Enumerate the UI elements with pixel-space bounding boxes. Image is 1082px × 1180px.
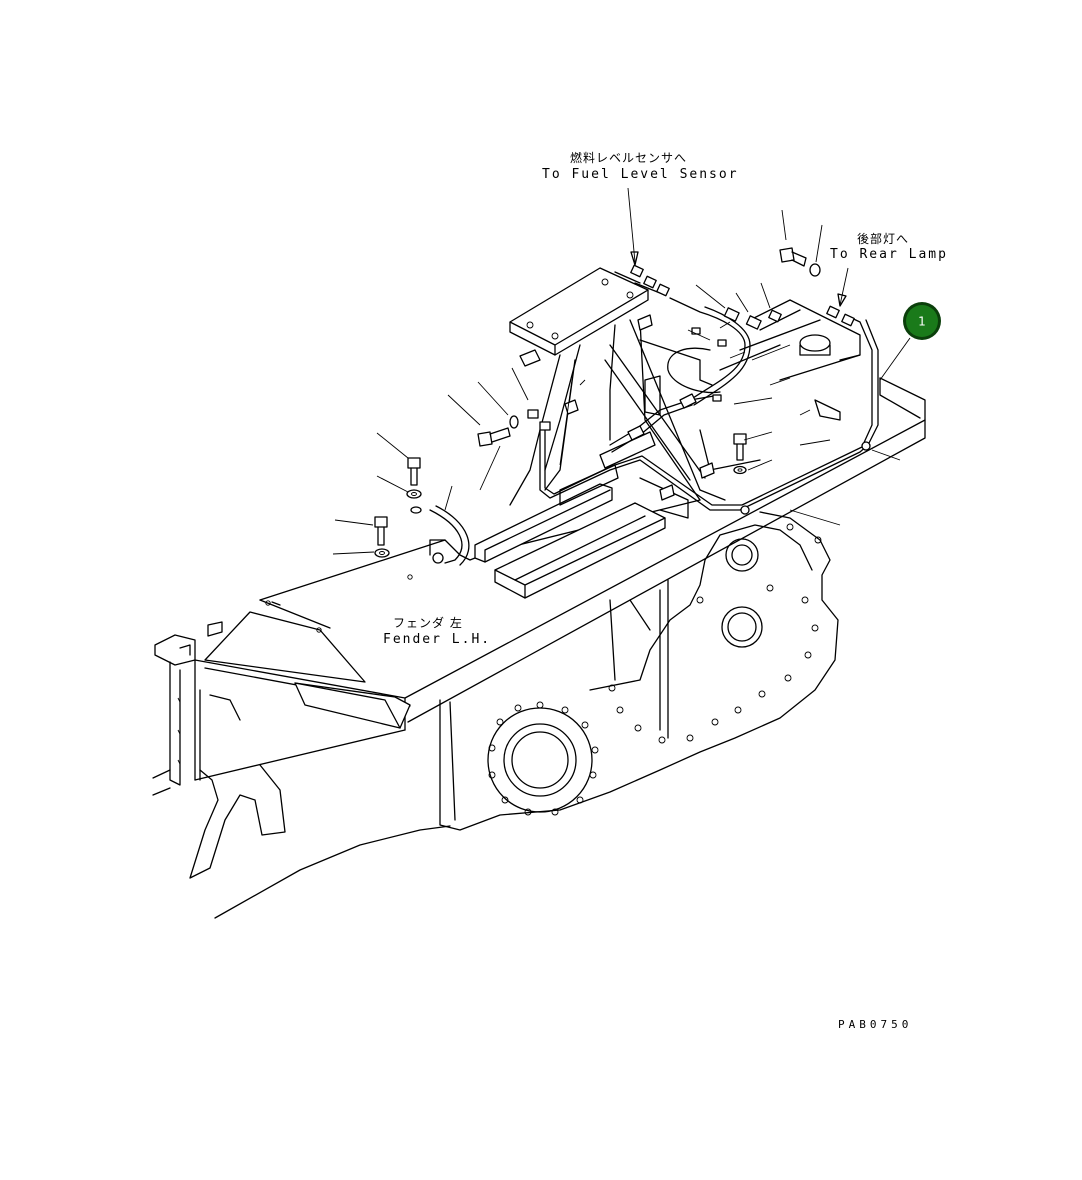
fuel-sensor-label-en: To Fuel Level Sensor — [542, 167, 739, 182]
callout-1[interactable]: 1 — [903, 302, 941, 340]
fender-label-en: Fender L.H. — [383, 632, 492, 647]
fuel-sensor-label-jp: 燃料レベルセンサへ — [570, 151, 688, 165]
leader-lines — [332, 187, 911, 555]
frame-beam — [154, 377, 926, 786]
hardware — [374, 247, 821, 558]
frame-rails — [474, 431, 689, 599]
drawing-code: PAB0750 — [838, 1018, 913, 1031]
bolt-circle — [488, 701, 599, 816]
harness-connectors — [527, 264, 855, 441]
callout-fill — [906, 305, 938, 337]
fender-label-jp: フェンダ 左 — [393, 616, 463, 630]
rear-lamp-label-en: To Rear Lamp — [830, 247, 948, 262]
fender-lh — [204, 499, 701, 683]
transmission-case — [152, 511, 839, 919]
upper-structure — [509, 267, 861, 506]
rear-lamp-label-jp: 後部灯へ — [857, 232, 910, 246]
wire-harness — [429, 264, 879, 566]
callout-number: 1 — [918, 315, 926, 329]
